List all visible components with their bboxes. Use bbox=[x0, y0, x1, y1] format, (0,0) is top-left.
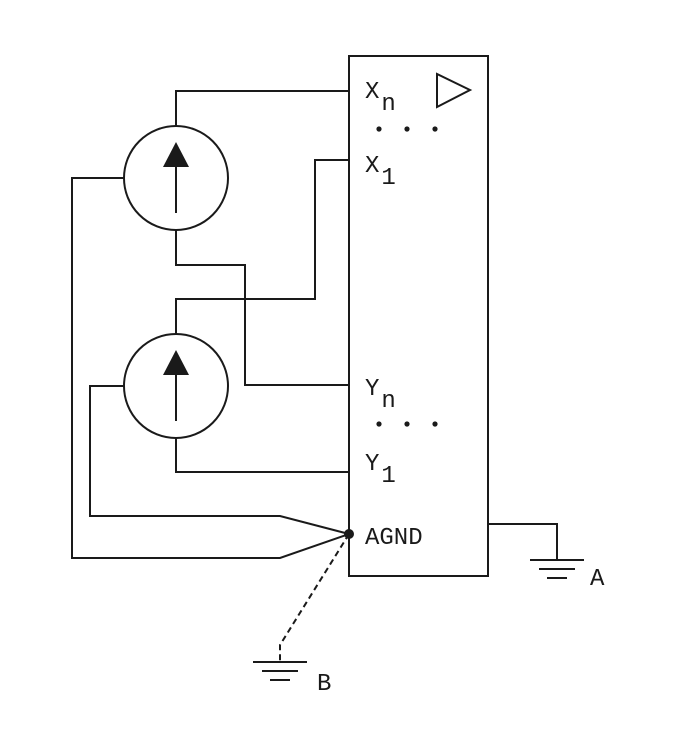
ground-icon bbox=[253, 661, 307, 681]
ground-label-a: A bbox=[590, 566, 605, 593]
ground-icon bbox=[530, 559, 584, 579]
wire-source2-agnd bbox=[89, 385, 351, 536]
amplifier-triangle-icon bbox=[436, 72, 473, 109]
pin-label-y1: Y1 bbox=[365, 451, 396, 490]
wire-source1-agnd bbox=[71, 177, 351, 559]
wire-yn bbox=[175, 229, 350, 386]
wire-ground-b-dashed bbox=[279, 533, 350, 662]
pin-label-xn: Xn bbox=[365, 79, 396, 118]
wire-xn bbox=[175, 90, 350, 127]
current-source-icon bbox=[123, 125, 229, 231]
current-source-icon bbox=[123, 333, 229, 439]
pin-label-x1: X1 bbox=[365, 153, 396, 192]
ground-label-b: B bbox=[317, 671, 331, 698]
wire-ground-a bbox=[487, 523, 558, 561]
pin-label-yn: Yn bbox=[365, 376, 396, 415]
wiring bbox=[71, 90, 558, 662]
pin-label-agnd: AGND bbox=[365, 525, 423, 552]
wire-y1 bbox=[175, 437, 350, 473]
ellipsis-y bbox=[376, 421, 438, 427]
instrument-block bbox=[348, 55, 489, 577]
wire-x1 bbox=[175, 159, 350, 335]
ellipsis-x bbox=[376, 126, 438, 132]
